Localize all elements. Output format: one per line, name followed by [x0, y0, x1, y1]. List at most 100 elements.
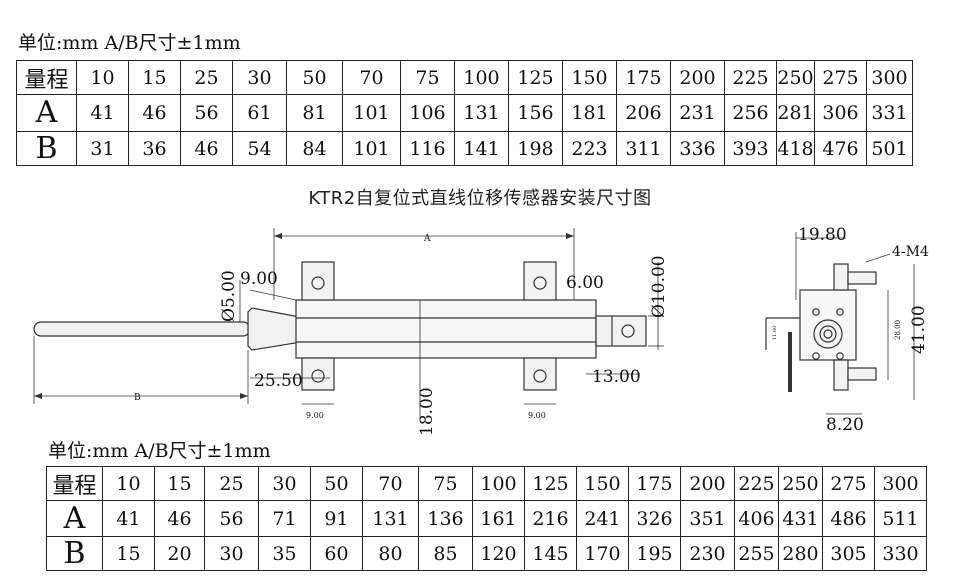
b-value-cell: 336 — [670, 131, 725, 166]
a-value-cell: 46 — [154, 500, 205, 537]
a-value-cell: 46 — [128, 94, 181, 132]
dim-6: 6.00 — [566, 273, 604, 293]
a-value-cell: 351 — [680, 500, 735, 537]
range-cell: 150 — [562, 60, 617, 95]
b-value-cell: 85 — [418, 536, 473, 571]
a-value-cell: 431 — [778, 500, 823, 537]
a-value-cell: 91 — [310, 500, 363, 537]
a-value-cell: 131 — [362, 500, 419, 537]
range-cell: 10 — [102, 466, 155, 501]
b-value-cell: 145 — [524, 536, 577, 571]
b-value-cell: 198 — [508, 131, 563, 166]
b-value-cell: 120 — [472, 536, 525, 571]
b-value-cell: 141 — [454, 131, 509, 166]
a-value-cell: 326 — [628, 500, 681, 537]
range-cell: 100 — [472, 466, 525, 501]
a-value-cell: 156 — [508, 94, 563, 132]
a-value-cell: 486 — [822, 500, 875, 537]
row-label-range: 量程 — [16, 60, 77, 95]
a-value-cell: 101 — [342, 94, 401, 132]
a-value-cell: 81 — [286, 94, 343, 132]
b-value-cell: 101 — [342, 131, 401, 166]
b-value-cell: 80 — [362, 536, 419, 571]
range-cell: 30 — [258, 466, 311, 501]
b-value-cell: 418 — [776, 131, 815, 166]
range-cell: 150 — [576, 466, 629, 501]
a-value-cell: 131 — [454, 94, 509, 132]
row-label-range: 量程 — [46, 466, 103, 501]
dim-4-m4: 4-M4 — [892, 244, 929, 260]
a-value-cell: 256 — [724, 94, 777, 132]
range-cell: 200 — [670, 60, 725, 95]
range-cell: 70 — [342, 60, 401, 95]
b-value-cell: 54 — [232, 131, 287, 166]
dim-28: 28.00 — [894, 320, 902, 340]
range-cell: 225 — [734, 466, 779, 501]
b-value-cell: 280 — [778, 536, 823, 571]
a-value-cell: 61 — [232, 94, 287, 132]
range-cell: 25 — [204, 466, 259, 501]
a-value-cell: 206 — [616, 94, 671, 132]
range-cell: 125 — [524, 466, 577, 501]
range-cell: 15 — [128, 60, 181, 95]
b-value-cell: 116 — [400, 131, 455, 166]
b-value-cell: 255 — [734, 536, 779, 571]
unit-label-bottom: 单位:mm A/B尺寸±1mm — [48, 440, 271, 462]
range-cell: 200 — [680, 466, 735, 501]
a-value-cell: 241 — [576, 500, 629, 537]
b-value-cell: 230 — [680, 536, 735, 571]
range-cell: 175 — [616, 60, 671, 95]
b-value-cell: 223 — [562, 131, 617, 166]
b-value-cell: 330 — [874, 536, 927, 571]
b-value-cell: 60 — [310, 536, 363, 571]
range-cell: 275 — [822, 466, 875, 501]
range-cell: 300 — [874, 466, 927, 501]
range-cell: 30 — [232, 60, 287, 95]
b-value-cell: 393 — [724, 131, 777, 166]
range-cell: 175 — [628, 466, 681, 501]
range-cell: 300 — [866, 60, 913, 95]
a-value-cell: 216 — [524, 500, 577, 537]
dim-25-5: 25.50 — [254, 371, 303, 391]
drawing-title: KTR2自复位式直线位移传感器安装尺寸图 — [308, 188, 652, 209]
a-value-cell: 136 — [418, 500, 473, 537]
range-cell: 125 — [508, 60, 563, 95]
a-value-cell: 71 — [258, 500, 311, 537]
row-label-b: B — [46, 536, 103, 571]
b-value-cell: 195 — [628, 536, 681, 571]
dim-a: A — [423, 234, 431, 244]
b-value-cell: 35 — [258, 536, 311, 571]
b-value-cell: 30 — [204, 536, 259, 571]
dim-phi5: Ø5.00 — [219, 270, 239, 322]
b-value-cell: 20 — [154, 536, 205, 571]
dim-19-8: 19.80 — [798, 225, 847, 245]
b-value-cell: 84 — [286, 131, 343, 166]
range-cell: 50 — [310, 466, 363, 501]
b-value-cell: 305 — [822, 536, 875, 571]
b-value-cell: 15 — [102, 536, 155, 571]
range-cell: 250 — [778, 466, 823, 501]
range-cell: 70 — [362, 466, 419, 501]
range-cell: 225 — [724, 60, 777, 95]
dim-13: 13.00 — [592, 367, 641, 387]
b-value-cell: 476 — [814, 131, 867, 166]
dim-small: 11.60 — [772, 326, 778, 340]
a-value-cell: 331 — [866, 94, 913, 132]
range-cell: 275 — [814, 60, 867, 95]
a-value-cell: 181 — [562, 94, 617, 132]
a-value-cell: 511 — [874, 500, 927, 537]
range-cell: 10 — [76, 60, 129, 95]
range-cell: 75 — [418, 466, 473, 501]
dim-8-2: 8.20 — [826, 415, 864, 435]
range-cell: 15 — [154, 466, 205, 501]
range-cell: 100 — [454, 60, 509, 95]
a-value-cell: 56 — [204, 500, 259, 537]
b-value-cell: 170 — [576, 536, 629, 571]
